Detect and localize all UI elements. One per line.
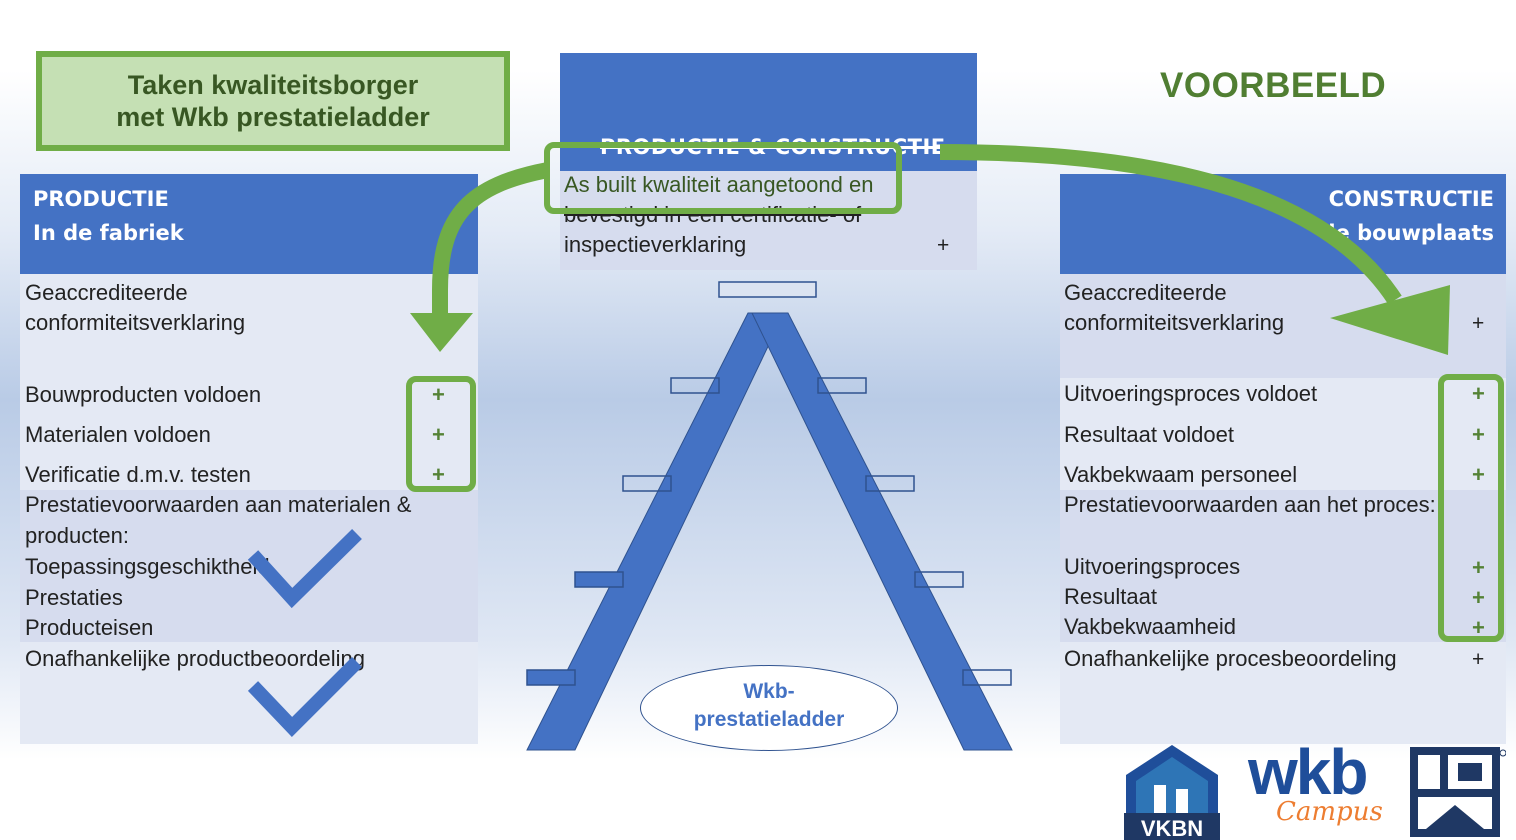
right-prest-line: Prestatievoorwaarden aan het proces: [1064,492,1436,517]
right-item-1: Uitvoeringsproces voldoet [1064,381,1318,406]
logo-area: VKBN wkb Campus [1120,736,1516,840]
middle-text-line-3: inspectieverklaring [564,232,747,257]
ladder-rungs [526,281,1012,686]
left-onafh: Onafhankelijke productbeoordeling [25,646,366,671]
right-accr-line-1: Geaccrediteerde [1064,280,1227,305]
left-plus-1: + [432,382,445,407]
left-plus-3: + [432,462,445,487]
right-item-2: Resultaat voldoet [1064,422,1234,447]
campus-logo-text: Campus [1276,797,1383,827]
ladder-label-line-1: Wkb- [743,680,795,703]
right-onafh: Onafhankelijke procesbeoordeling [1064,646,1397,671]
vkbn-logo-text: VKBN [1141,816,1203,840]
right-header: CONSTRUCTIE de bouwplaats [1060,174,1506,274]
ladder-label: Wkb- prestatieladder [640,665,898,751]
left-item-2: Materialen voldoen [25,422,211,447]
right-onafh-plus: + [1472,648,1485,671]
left-item-3: Verificatie d.m.v. testen [25,462,251,487]
title-line-1: Taken kwaliteitsborger [127,70,419,100]
left-plus-outline [406,376,476,492]
middle-text-box [560,171,977,270]
right-plus-2: + [1472,422,1485,447]
left-prest-line-2: producten: [25,523,129,548]
left-header-line-1: PRODUCTIE [33,187,169,211]
right-panel-items-band [1060,378,1506,490]
left-panel-accr-band [20,274,478,378]
middle-text-line-2: bevestigd in een certificatie- of [564,202,862,227]
left-prest-item-3: Producteisen [25,615,154,640]
left-prest-item-1: Toepassingsgeschiktheid [25,554,270,579]
ladder-label-line-2: prestatieladder [693,708,845,731]
left-header-line-2: In de fabriek [33,221,184,245]
checkmark-icons [247,529,362,738]
left-header: PRODUCTIE In de fabriek [20,174,478,274]
right-plus-3: + [1472,462,1485,487]
left-panel-onafh-band [20,642,478,744]
left-accr-line-2: conformiteitsverklaring [25,310,246,335]
left-accr-line-1: Geaccrediteerde [25,280,188,305]
green-arrow-left-icon [410,162,550,352]
left-prest-line-1: Prestatievoorwaarden aan materialen & [25,492,412,517]
green-arrow-right-icon [939,144,1450,355]
wkb-logo-text: wkb [1248,736,1368,808]
vkbn-logo: VKBN [1124,745,1220,840]
right-plus-1: + [1472,381,1485,406]
right-prest-plus-3: + [1472,615,1485,640]
right-accr-plus: + [1472,312,1485,335]
ladder-icon [526,312,1013,751]
right-panel-onafh-band [1060,642,1506,744]
right-prest-item-3: Vakbekwaamheid [1064,614,1237,639]
right-header-line-1: CONSTRUCTIE [1328,187,1494,211]
right-accr-line-2: conformiteitsverklaring [1064,310,1285,335]
right-plus-outline [1438,374,1504,642]
right-prest-item-1: Uitvoeringsproces [1064,554,1241,579]
komo-logo [1410,747,1506,837]
right-prest-item-2: Resultaat [1064,584,1157,609]
title-line-2: met Wkb prestatieladder [116,102,430,132]
left-plus-2: + [432,422,445,447]
middle-text-line-1: As built kwaliteit aangetoond en [564,172,874,197]
right-prest-plus-2: + [1472,585,1485,610]
left-item-1: Bouwproducten voldoen [25,382,262,407]
left-prest-item-2: Prestaties [25,585,123,610]
right-item-3: Vakbekwaam personeel [1064,462,1298,487]
left-panel-items-band [20,378,478,490]
title-box: Taken kwaliteitsborger met Wkb prestatie… [36,51,510,151]
voorbeeld-label: VOORBEELD [1160,66,1387,105]
middle-plus: + [937,234,950,257]
right-prest-plus-1: + [1472,555,1485,580]
